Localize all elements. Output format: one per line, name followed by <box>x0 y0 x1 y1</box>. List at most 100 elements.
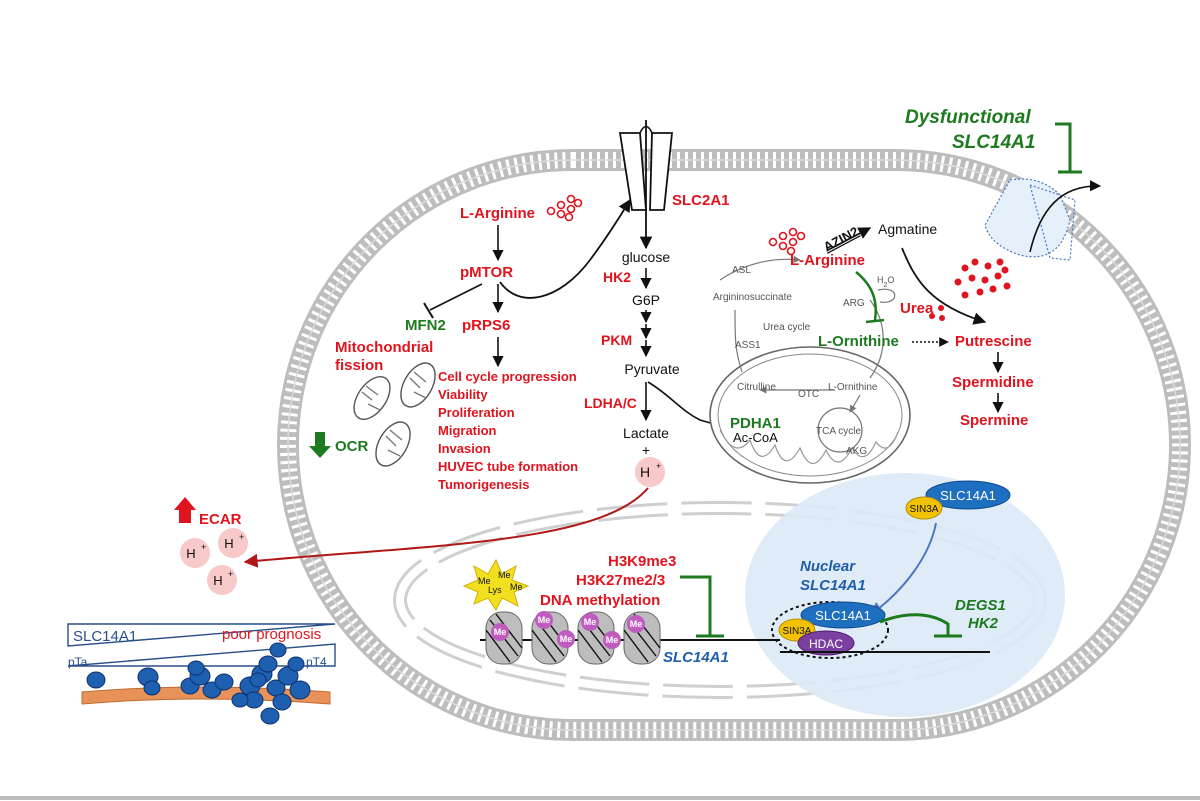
svg-text:L-Ornithine: L-Ornithine <box>828 382 878 393</box>
prps6-label: pRPS6 <box>462 317 510 334</box>
pta-label: pTa <box>68 655 88 669</box>
svg-text:ASL: ASL <box>732 265 751 276</box>
epigenetic-marks: H3K9me3 H3K27me2/3 DNA methylation <box>540 553 676 609</box>
plus-label: + <box>642 442 650 458</box>
transporter-icon <box>618 120 673 250</box>
svg-text:+: + <box>201 542 206 552</box>
pt4-label: pT4 <box>306 655 327 669</box>
tumor-cell <box>86 671 106 689</box>
svg-text:TCA cycle: TCA cycle <box>816 426 861 437</box>
hk2-label: HK2 <box>603 269 631 285</box>
tumor-cell-icon <box>86 642 311 725</box>
svg-text:Me: Me <box>498 570 511 580</box>
svg-text:SLC14A1: SLC14A1 <box>940 488 996 503</box>
outcome-item: Viability <box>438 387 488 402</box>
poor-prognosis-label: poor prognosis <box>222 626 321 643</box>
svg-text:Nuclear: Nuclear <box>800 558 856 575</box>
proton-bubble: H + <box>635 457 665 487</box>
down-arrow-icon <box>309 432 331 458</box>
ecar-proton-bubbles: H + H + H + <box>180 528 248 595</box>
svg-text:HDAC: HDAC <box>809 637 843 651</box>
svg-text:AKG: AKG <box>846 446 867 457</box>
dysfunctional-transporter-icon <box>984 178 1102 261</box>
outcome-item: Cell cycle progression <box>438 369 577 384</box>
dysfunctional-label-1: Dysfunctional <box>905 107 1031 128</box>
svg-text:ARG: ARG <box>843 298 865 309</box>
outcome-item: Proliferation <box>438 405 515 420</box>
urea-efflux-dots <box>954 258 1011 299</box>
ecar-label: ECAR <box>199 511 242 528</box>
tumor-cell <box>260 707 280 725</box>
up-arrow-icon <box>174 497 196 523</box>
outcome-item: Tumorigenesis <box>438 477 530 492</box>
mitochondrion-urea-cycle <box>709 255 911 484</box>
pkm-label: PKM <box>601 332 632 348</box>
svg-text:H: H <box>640 464 650 480</box>
tumor-cell <box>249 672 267 688</box>
ldha-label: LDHA/C <box>584 395 637 411</box>
spermine-label: Spermine <box>960 412 1028 429</box>
svg-text:Me: Me <box>494 627 507 637</box>
svg-text:SIN3A: SIN3A <box>910 504 939 515</box>
tumor-cell <box>277 666 299 686</box>
azin2-label: AZIN2 <box>821 224 861 255</box>
tumor-cell <box>143 680 161 696</box>
mito-fission-label-1: Mitochondrial <box>335 339 433 356</box>
urea-cycle-labels: ASL Argininosuccinate Urea cycle ASS1 Ci… <box>713 265 894 457</box>
l-ornithine-label: L-Ornithine <box>818 333 899 350</box>
tumor-cell <box>272 693 292 711</box>
ocr-label: OCR <box>335 438 369 455</box>
tumor-cell <box>214 673 234 691</box>
slc14a1-gene-label: SLC14A1 <box>663 649 729 666</box>
tumor-cell <box>269 642 287 658</box>
svg-text:SLC14A1: SLC14A1 <box>800 577 866 594</box>
agmatine-label: Agmatine <box>878 221 937 237</box>
mitochondrion-icon <box>353 362 436 467</box>
mfn2-label: MFN2 <box>405 317 446 334</box>
svg-text:Lys: Lys <box>488 585 502 595</box>
svg-text:Me: Me <box>606 635 619 645</box>
svg-text:Me: Me <box>538 615 551 625</box>
lactate-label: Lactate <box>623 425 669 441</box>
pmtor-label: pMTOR <box>460 264 513 281</box>
tumor-cell <box>258 655 278 673</box>
urea-dots <box>929 305 945 321</box>
outcome-list: Cell cycle progressionViabilityProlifera… <box>438 369 578 492</box>
putrescine-label: Putrescine <box>955 333 1032 350</box>
g6p-label: G6P <box>632 292 660 308</box>
svg-text:Me: Me <box>510 582 523 592</box>
spermidine-label: Spermidine <box>952 374 1034 391</box>
svg-text:H2O: H2O <box>877 275 894 289</box>
svg-text:SIN3A: SIN3A <box>783 626 812 637</box>
page-bottom-rule <box>0 796 1200 800</box>
svg-text:Me: Me <box>560 634 573 644</box>
svg-text:DNA methylation: DNA methylation <box>540 592 660 609</box>
svg-text:H3K9me3: H3K9me3 <box>608 553 676 570</box>
svg-text:Me: Me <box>584 617 597 627</box>
svg-text:H: H <box>186 546 195 561</box>
nucleosome-icon: Me Me Me Me Me Me Me Me Lys Me <box>462 558 780 665</box>
tumor-cell <box>187 660 205 676</box>
svg-text:SLC14A1: SLC14A1 <box>815 608 871 623</box>
dysfunctional-label-2: SLC14A1 <box>952 132 1035 153</box>
nuclear-slc14a1-highlight <box>745 473 1065 717</box>
glucose-label: glucose <box>622 249 670 265</box>
svg-text:Argininosuccinate: Argininosuccinate <box>713 292 792 303</box>
tumor-cell <box>231 692 249 708</box>
prognosis-gene-label: SLC14A1 <box>73 628 137 645</box>
glycolysis-pathway: glucose HK2 G6P PKM Pyruvate LDHA/C Lact… <box>584 249 730 458</box>
svg-text:H3K27me2/3: H3K27me2/3 <box>576 572 665 589</box>
hk2-target-label: HK2 <box>968 615 999 632</box>
degs1-label: DEGS1 <box>955 597 1006 614</box>
l-arginine-mito-label: L-Arginine <box>790 252 865 269</box>
mito-fission-label-2: fission <box>335 357 383 374</box>
outcome-item: Invasion <box>438 441 491 456</box>
pyruvate-label: Pyruvate <box>624 361 679 377</box>
polyamine-pathway: Putrescine Spermidine Spermine <box>952 333 1034 429</box>
svg-text:OTC: OTC <box>798 389 819 400</box>
tumor-cell <box>289 680 311 700</box>
urea-label: Urea <box>900 300 934 317</box>
pdha1-label: PDHA1 <box>730 415 781 432</box>
